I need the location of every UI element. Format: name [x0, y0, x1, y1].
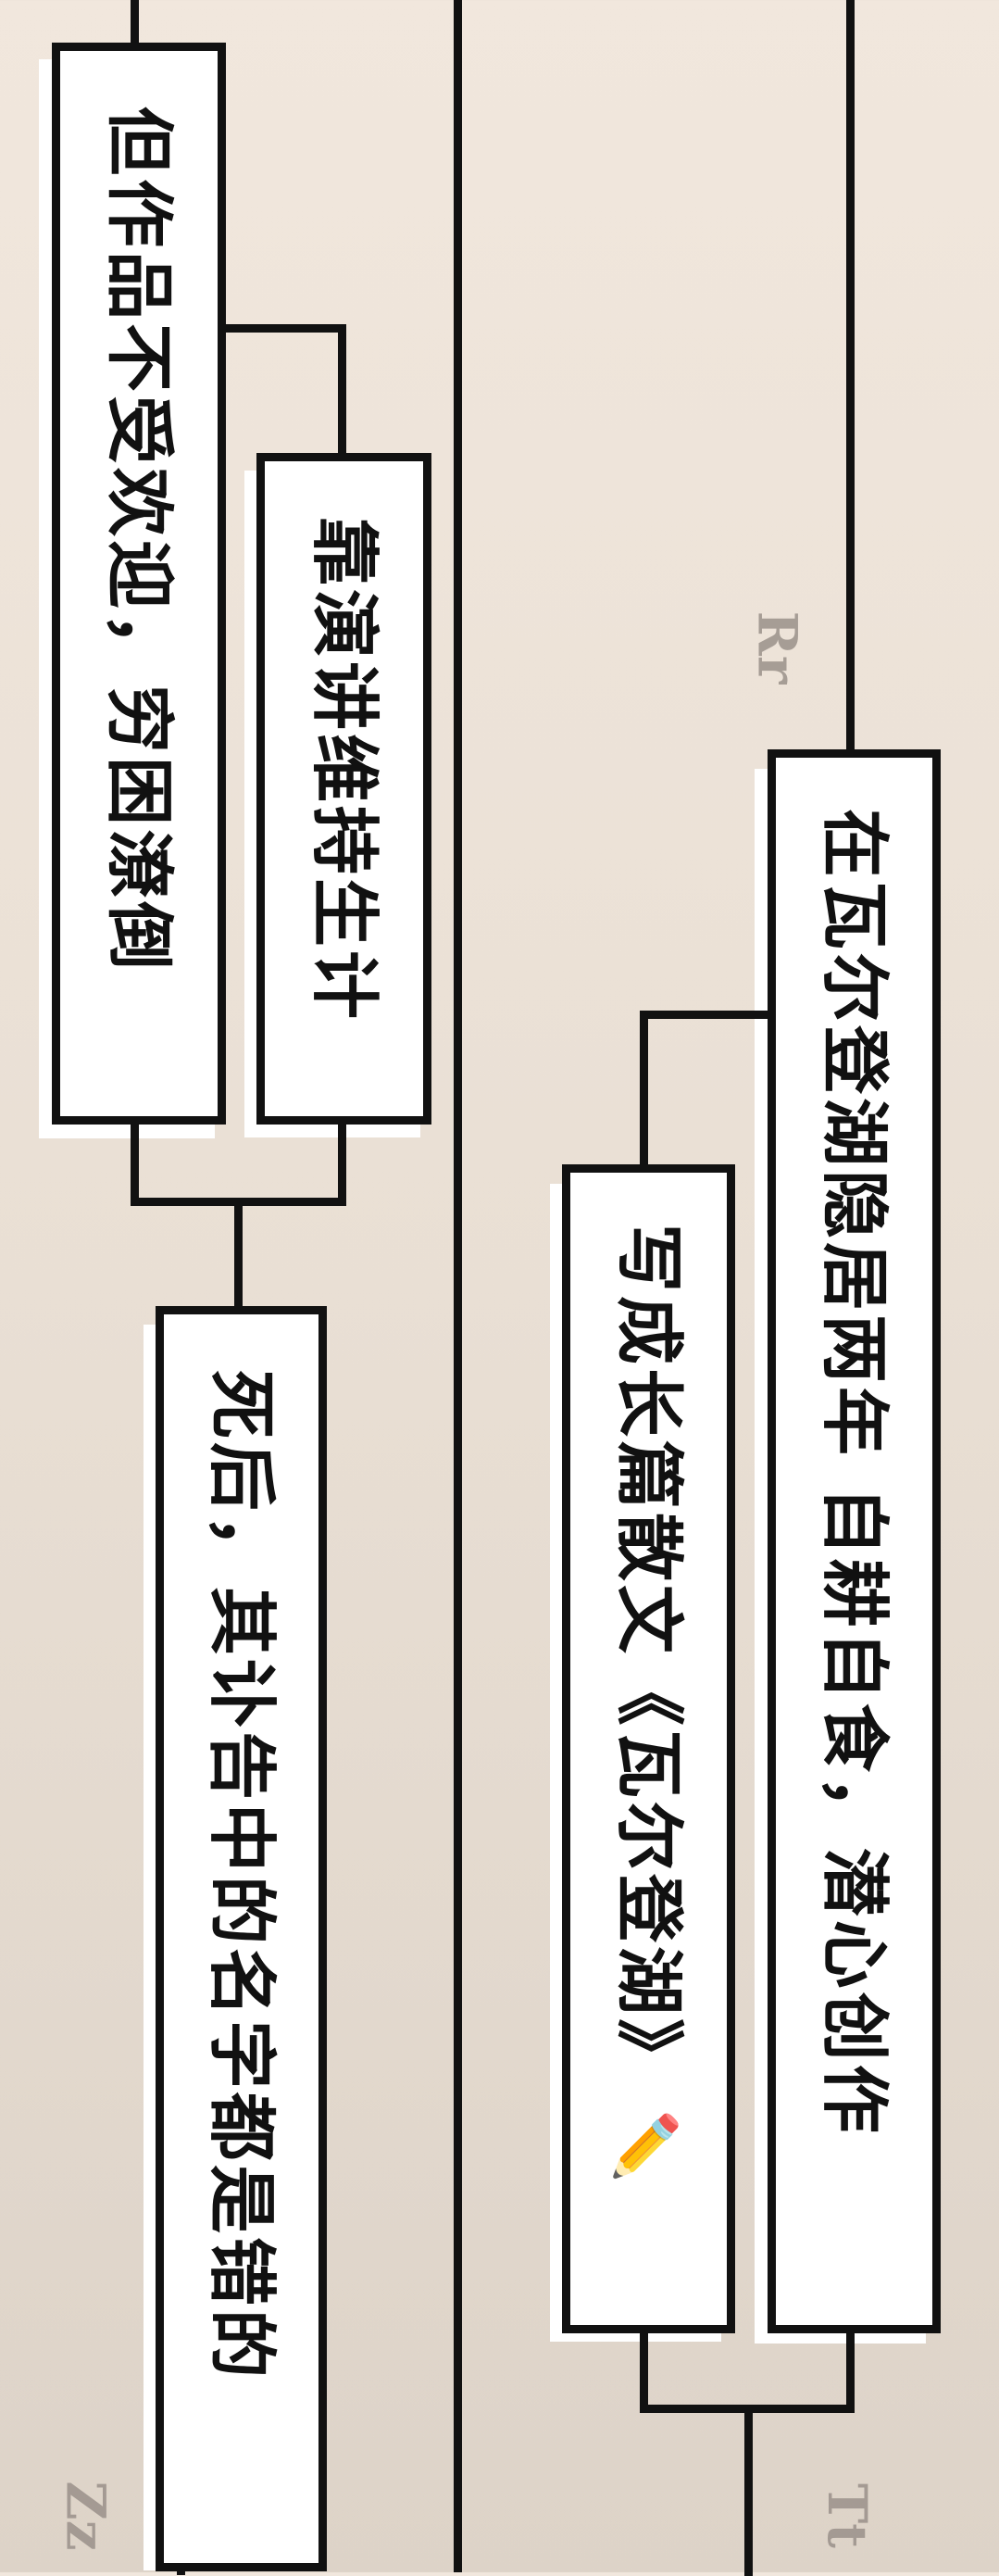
connector-line	[338, 1121, 346, 1206]
connector-line	[846, 0, 855, 755]
center-divider-line	[454, 0, 462, 2572]
connector-line	[338, 324, 346, 459]
connector-line	[131, 1121, 139, 1206]
connector-line	[640, 1011, 648, 1170]
connector-line	[640, 1011, 771, 1019]
node-left-top: 但作品不受欢迎，穷困潦倒	[52, 43, 226, 1125]
connector-line	[744, 2405, 753, 2576]
node-left-bottom: 死后，其讣告中的名字都是错的	[156, 1306, 327, 2571]
connector-line	[846, 2330, 855, 2413]
connector-line	[640, 2330, 648, 2413]
connector-line	[131, 0, 139, 48]
watermark-rr: Rr	[745, 610, 809, 685]
node-text: 但作品不受欢迎，穷困潦倒	[99, 107, 179, 974]
node-text: 在瓦尔登湖隐居两年 自耕自食，潜心创作	[814, 809, 894, 2137]
node-text-label: 写成长篇散文《瓦尔登湖》	[608, 1224, 689, 2091]
node-right-branch: 写成长篇散文《瓦尔登湖》 ✏️	[562, 1164, 735, 2333]
node-text: 死后，其讣告中的名字都是错的	[201, 1370, 281, 2381]
pencil-icon: ✏️	[610, 2109, 680, 2187]
connector-line	[234, 1198, 243, 1313]
connector-line	[177, 2564, 185, 2575]
connector-line	[222, 324, 346, 333]
watermark-zz: Zz	[54, 2481, 118, 2551]
node-text: 靠演讲维持生计	[304, 517, 384, 1023]
node-text: 写成长篇散文《瓦尔登湖》 ✏️	[609, 1224, 689, 2187]
node-left-branch: 靠演讲维持生计	[256, 453, 431, 1125]
watermark-tt: Tt	[815, 2483, 879, 2548]
node-right-top: 在瓦尔登湖隐居两年 自耕自食，潜心创作	[768, 749, 941, 2333]
